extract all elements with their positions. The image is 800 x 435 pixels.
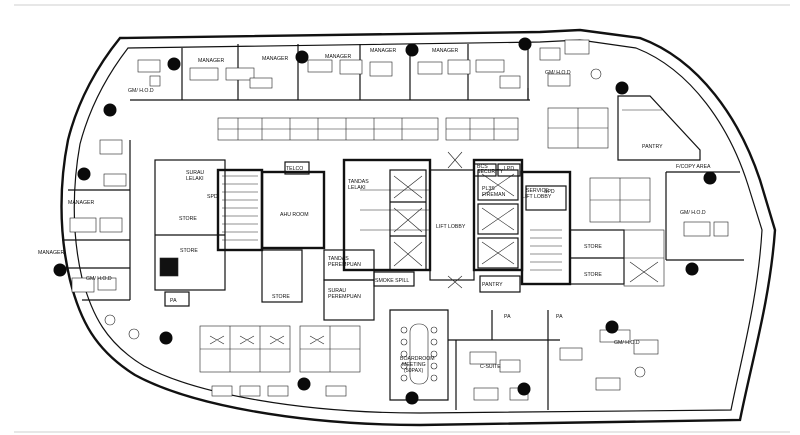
workstation-row xyxy=(217,107,609,149)
column-dot xyxy=(605,320,619,334)
boardroom xyxy=(389,309,449,401)
label-pa-3: PA xyxy=(556,314,563,320)
label-store-1: STORE xyxy=(179,216,197,222)
label-telco: TELCO xyxy=(286,166,303,172)
label-store-3: STORE xyxy=(272,294,290,300)
central-core xyxy=(154,151,625,321)
column-dot xyxy=(703,171,717,185)
label-manager-5: MANAGER xyxy=(432,48,458,54)
label-gm-bottom-right: GM/ H.O.D xyxy=(614,340,640,346)
label-lpd: LPD xyxy=(504,166,514,172)
right-workstations xyxy=(589,177,665,287)
column-dot xyxy=(295,50,309,64)
column-dot xyxy=(518,37,532,51)
label-gm-left: GM/ H.O.D xyxy=(86,276,112,282)
structural-columns xyxy=(53,37,717,405)
label-pa-2: PA xyxy=(504,314,511,320)
label-gm-top-right: GM/ H.O.D xyxy=(545,70,571,76)
label-store-5: STORE xyxy=(584,272,602,278)
label-manager-left-1: MANAGER xyxy=(68,200,94,206)
label-manager-2: MANAGER xyxy=(262,56,288,62)
label-pa-1: PA xyxy=(170,298,177,304)
label-ahu-room: AHU ROOM xyxy=(280,212,309,218)
label-manager-3: MANAGER xyxy=(325,54,351,60)
label-pantry-small: PANTRY xyxy=(482,282,503,288)
column-dot xyxy=(77,167,91,181)
column-dot xyxy=(517,382,531,396)
pantry-zone xyxy=(617,95,744,261)
label-gm-right: GM/ H.O.D xyxy=(680,210,706,216)
label-c-suite: C-SUITE xyxy=(480,364,501,370)
column-dot xyxy=(297,377,311,391)
column-dot xyxy=(615,81,629,95)
column-dot xyxy=(405,43,419,57)
label-manager-left-2: MANAGER xyxy=(38,250,64,256)
column-dot xyxy=(167,57,181,71)
left-offices xyxy=(62,139,140,340)
top-offices xyxy=(130,39,602,101)
column-dot xyxy=(685,262,699,276)
bottom-workstations xyxy=(199,325,361,397)
label-pantry: PANTRY xyxy=(642,144,663,150)
label-store-4: STORE xyxy=(584,244,602,250)
column-dot xyxy=(53,263,67,277)
column-dot xyxy=(159,331,173,345)
column-dot xyxy=(103,103,117,117)
label-fcopy-area: F/COPY AREA xyxy=(676,164,711,170)
label-lift-lobby: LIFT LOBBY xyxy=(436,224,466,230)
building-envelope xyxy=(60,28,777,427)
label-smoke-spill: SMOKE SPILL xyxy=(375,278,409,284)
label-store-2: STORE xyxy=(180,248,198,254)
column-dot xyxy=(405,391,419,405)
label-spd-1: SPD xyxy=(207,194,218,200)
label-manager-4: MANAGER xyxy=(370,48,396,54)
label-manager-1: MANAGER xyxy=(198,58,224,64)
label-spd-2: SPD xyxy=(544,189,555,195)
c-suite-zone xyxy=(448,310,659,410)
label-gm-top-left: GM/ H.O.D xyxy=(128,88,154,94)
